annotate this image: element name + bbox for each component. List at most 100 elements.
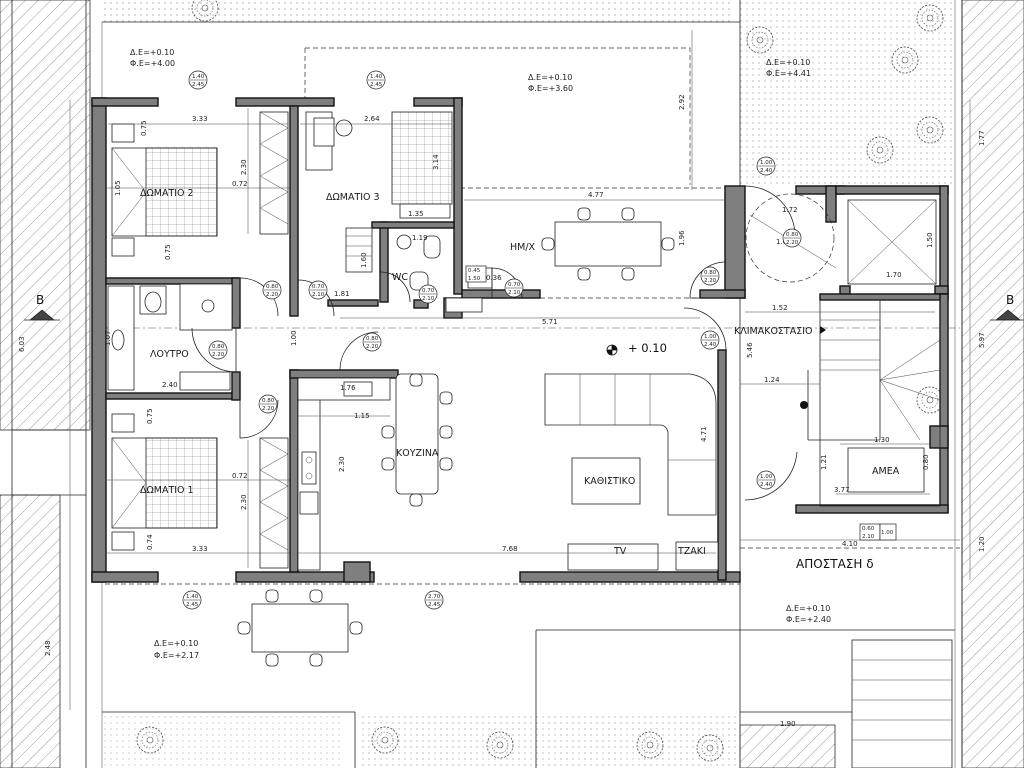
- dim-label: 4.77: [588, 191, 604, 199]
- svg-text:2.40: 2.40: [760, 482, 773, 488]
- dim-label: 2.30: [338, 456, 346, 472]
- opening-tag-door_b1: 0.802.20: [258, 394, 278, 414]
- svg-text:2.20: 2.20: [266, 292, 279, 298]
- opening-tag-w_stair: 0.802.20: [782, 228, 802, 248]
- svg-text:2.70: 2.70: [428, 594, 441, 600]
- dim-label: 1.90: [780, 720, 796, 728]
- dim-label: 2.30: [240, 494, 248, 510]
- svg-text:2.45: 2.45: [428, 602, 441, 608]
- opening-tag-w_ne: 1.002.40: [756, 156, 776, 176]
- level-se-fe: Φ.Ε=+2.40: [786, 615, 831, 624]
- dim-label: 1.96: [678, 230, 686, 246]
- opening-tag-door_entry: 1.002.40: [700, 330, 720, 350]
- dim-label: 0.72: [232, 472, 248, 480]
- distance-label: ΑΠΟΣΤΑΣΗ δ: [796, 557, 874, 571]
- svg-text:2.10: 2.10: [508, 290, 521, 296]
- level-n-de: Δ.Ε=+0.10: [528, 73, 572, 82]
- dim-label: 1.24: [764, 376, 780, 384]
- label-fireplace: ΤΖΑΚΙ: [677, 546, 706, 557]
- label-kitchen: ΚΟΥΖΙΝΑ: [396, 448, 439, 459]
- dim-label: 1.30: [874, 436, 890, 444]
- level-sw-fe: Φ.Ε=+2.17: [154, 651, 199, 660]
- level-floor: + 0.10: [628, 341, 667, 355]
- dim-label: 1.52: [772, 304, 788, 312]
- staircase: [800, 299, 941, 507]
- section-letter-right: B: [1006, 293, 1014, 307]
- living-sofa: [544, 373, 717, 516]
- svg-text:2.20: 2.20: [212, 352, 225, 358]
- dim-label: 1.07: [104, 330, 112, 346]
- label-bedroom3: ΔΩΜΑΤΙΟ 3: [326, 192, 380, 203]
- opening-tags: 1.402.45 1.402.45 1.002.40 0.802.20 0.80…: [182, 70, 897, 610]
- svg-text:0.80: 0.80: [786, 232, 799, 238]
- dim-label: 1.00: [290, 330, 298, 346]
- label-tv: TV: [613, 546, 627, 557]
- level-nw-fe: Φ.Ε=+4.00: [130, 59, 175, 68]
- svg-text:2.45: 2.45: [192, 82, 205, 88]
- right-boundary-hatch: [961, 0, 1024, 768]
- svg-text:1.40: 1.40: [370, 74, 383, 80]
- kitchen-island: [381, 373, 453, 507]
- svg-text:0.80: 0.80: [212, 344, 225, 350]
- dimension-labels: 3.33 2.64 2.92 0.75 2.30 0.72 3.14 1.35 …: [18, 94, 986, 728]
- svg-text:0.70: 0.70: [422, 288, 435, 294]
- opening-tag-door_e2: 1.002.40: [756, 470, 776, 490]
- opening-tag-w_bot2: 2.70 2.45: [424, 590, 444, 610]
- dim-label: 3.33: [192, 115, 208, 123]
- dim-label: 1.76: [340, 384, 356, 392]
- svg-text:0.80: 0.80: [366, 336, 379, 342]
- label-bedroom1: ΔΩΜΑΤΙΟ 1: [140, 485, 194, 496]
- door-swings: [191, 185, 837, 501]
- dim-label: 1.20: [978, 536, 986, 552]
- wardrobe-bedroom2: [259, 111, 289, 235]
- level-sw-de: Δ.Ε=+0.10: [154, 639, 198, 648]
- svg-text:1.40: 1.40: [186, 594, 199, 600]
- bed-bedroom1: [111, 413, 218, 551]
- interior-walls: [105, 105, 463, 583]
- svg-text:1.00: 1.00: [881, 530, 894, 536]
- dim-label: 2.48: [44, 640, 52, 656]
- svg-text:1.00: 1.00: [760, 160, 773, 166]
- dim-label: 3.77: [834, 486, 850, 494]
- dim-label: 1.21: [820, 454, 828, 470]
- opening-tag-door_wc: 0.70 2.10: [418, 284, 438, 304]
- overhang-outlines: [100, 47, 960, 585]
- label-bath: ΛΟΥΤΡΟ: [150, 349, 189, 360]
- garden-southwest: [102, 712, 342, 768]
- dim-label: 2.40: [162, 381, 178, 389]
- kitchen-counter: [297, 377, 391, 571]
- section-letter-left: B: [36, 293, 44, 307]
- exterior-walls: [91, 97, 949, 583]
- dim-label: 1.15: [354, 412, 370, 420]
- dim-label: 0.75: [140, 120, 148, 136]
- svg-text:2.10: 2.10: [312, 292, 325, 298]
- dim-label: 1.77: [978, 130, 986, 146]
- svg-text:2.10: 2.10: [422, 296, 435, 302]
- opening-tag-door_dining: 0.70 2.10: [504, 278, 524, 298]
- svg-text:0.45: 0.45: [468, 268, 481, 274]
- svg-text:0.70: 0.70: [508, 282, 521, 288]
- opening-tag-door_hall: 0.802.20: [362, 332, 382, 352]
- section-mark-right: B: [990, 293, 1024, 321]
- dim-label: 1.60: [360, 252, 368, 268]
- dim-label: 1.70: [886, 271, 902, 279]
- tv-unit: [567, 543, 659, 571]
- svg-text:1.00: 1.00: [704, 334, 717, 340]
- label-dining: ΗΜ/Χ: [510, 242, 536, 253]
- dim-label: 3.14: [432, 154, 440, 170]
- svg-text:0.80: 0.80: [262, 398, 275, 404]
- dim-label: 0.80: [922, 454, 930, 470]
- svg-text:2.20: 2.20: [704, 278, 717, 284]
- section-mark-left: B: [24, 293, 60, 321]
- opening-tag-w_top2: 1.402.45: [366, 70, 386, 90]
- dim-label: 2.92: [678, 94, 686, 110]
- dim-label: 0.72: [232, 180, 248, 188]
- dim-label: 0.75: [146, 408, 154, 424]
- svg-text:0.70: 0.70: [312, 284, 325, 290]
- label-staircase: ΚΛΙΜΑΚΟΣΤΑΣΙΟ: [734, 326, 813, 337]
- opening-tag-w_amea: 0.602.10 1.00: [859, 523, 897, 541]
- room-labels: ΔΩΜΑΤΙΟ 2 ΔΩΜΑΤΙΟ 3 WC ΗΜ/Χ ΚΛΙΜΑΚΟΣΤΑΣΙ…: [140, 188, 900, 557]
- level-annotations: Δ.Ε=+0.10 Φ.Ε=+4.00 Δ.Ε=+0.10 Φ.Ε=+3.60 …: [130, 48, 831, 660]
- dim-label: 5.71: [542, 318, 558, 326]
